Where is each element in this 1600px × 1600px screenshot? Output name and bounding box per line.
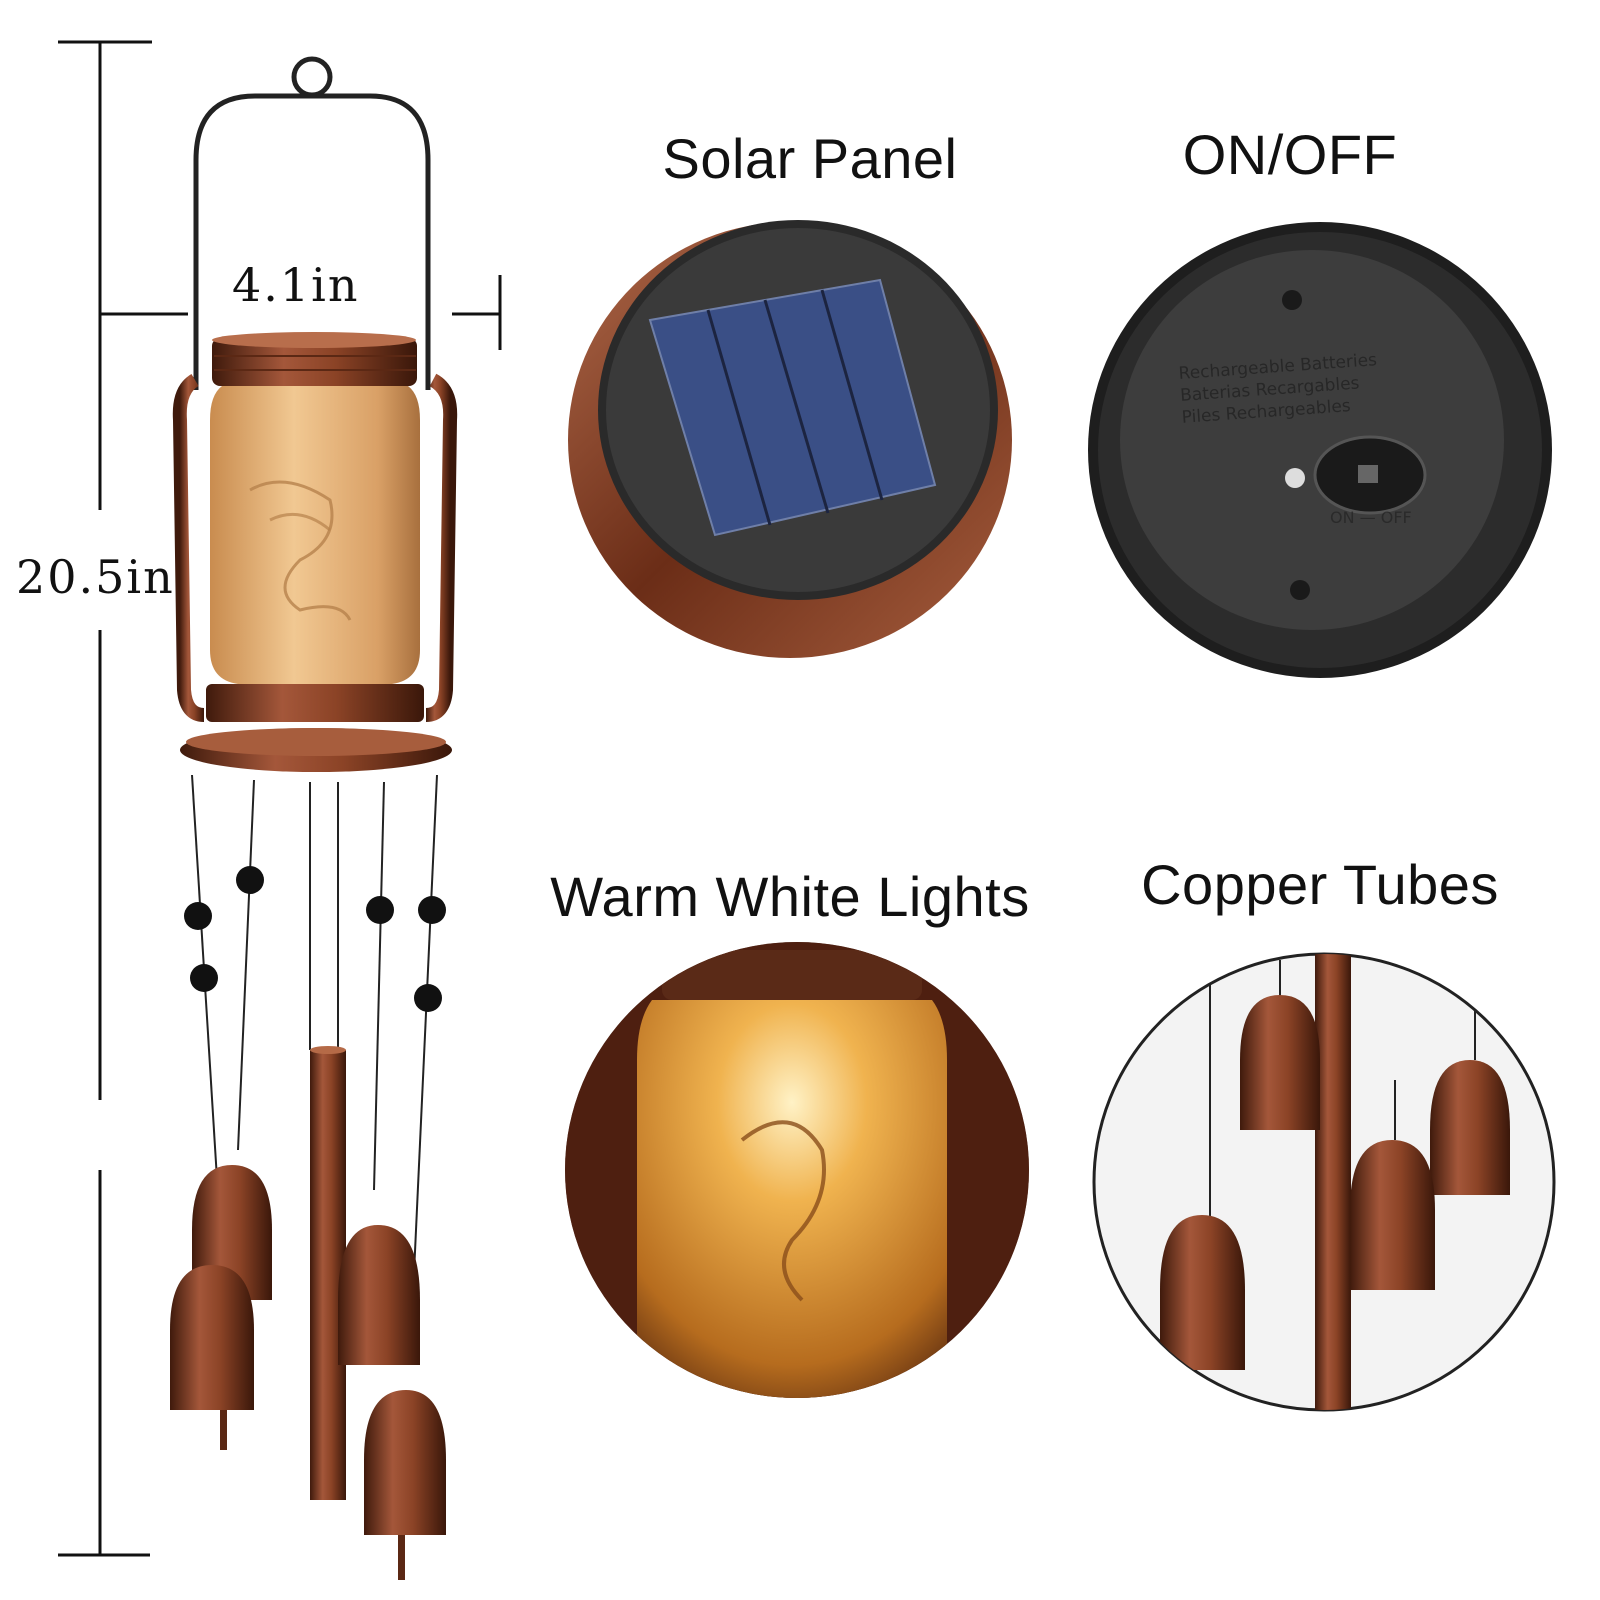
- light-sensor-icon: [1285, 468, 1305, 488]
- copper-tubes-heading: Copper Tubes: [1141, 853, 1499, 916]
- solar-panel-image: [568, 220, 1012, 658]
- warm-white-lights-image: [565, 942, 1029, 1398]
- battery-text: Rechargeable Batteries Baterias Recargab…: [1178, 349, 1381, 429]
- solar-panel-heading: Solar Panel: [662, 127, 958, 190]
- hanging-hook: [193, 56, 431, 390]
- toggle-switch: [1358, 465, 1378, 483]
- width-dimension-label: 4.1in: [232, 258, 360, 312]
- on-off-label-text: ON — OFF: [1330, 508, 1412, 527]
- warm-white-lights-heading: Warm White Lights: [550, 865, 1030, 928]
- on-off-heading: ON/OFF: [1182, 123, 1398, 186]
- black-beads: [184, 866, 446, 1012]
- height-dimension-label: 20.5in: [16, 550, 175, 604]
- jar-lid: [212, 332, 417, 386]
- copper-tubes-image: [1092, 952, 1556, 1412]
- copper-bells: [170, 1165, 446, 1580]
- on-off-switch-image: [1088, 222, 1552, 678]
- solar-cells: [648, 278, 937, 537]
- lantern-frame: [172, 373, 458, 722]
- amber-glass-jar: [210, 386, 420, 684]
- lantern-wind-chime: [170, 56, 458, 1580]
- jar-emblem: [740, 1120, 826, 1302]
- lantern-base: [180, 684, 452, 772]
